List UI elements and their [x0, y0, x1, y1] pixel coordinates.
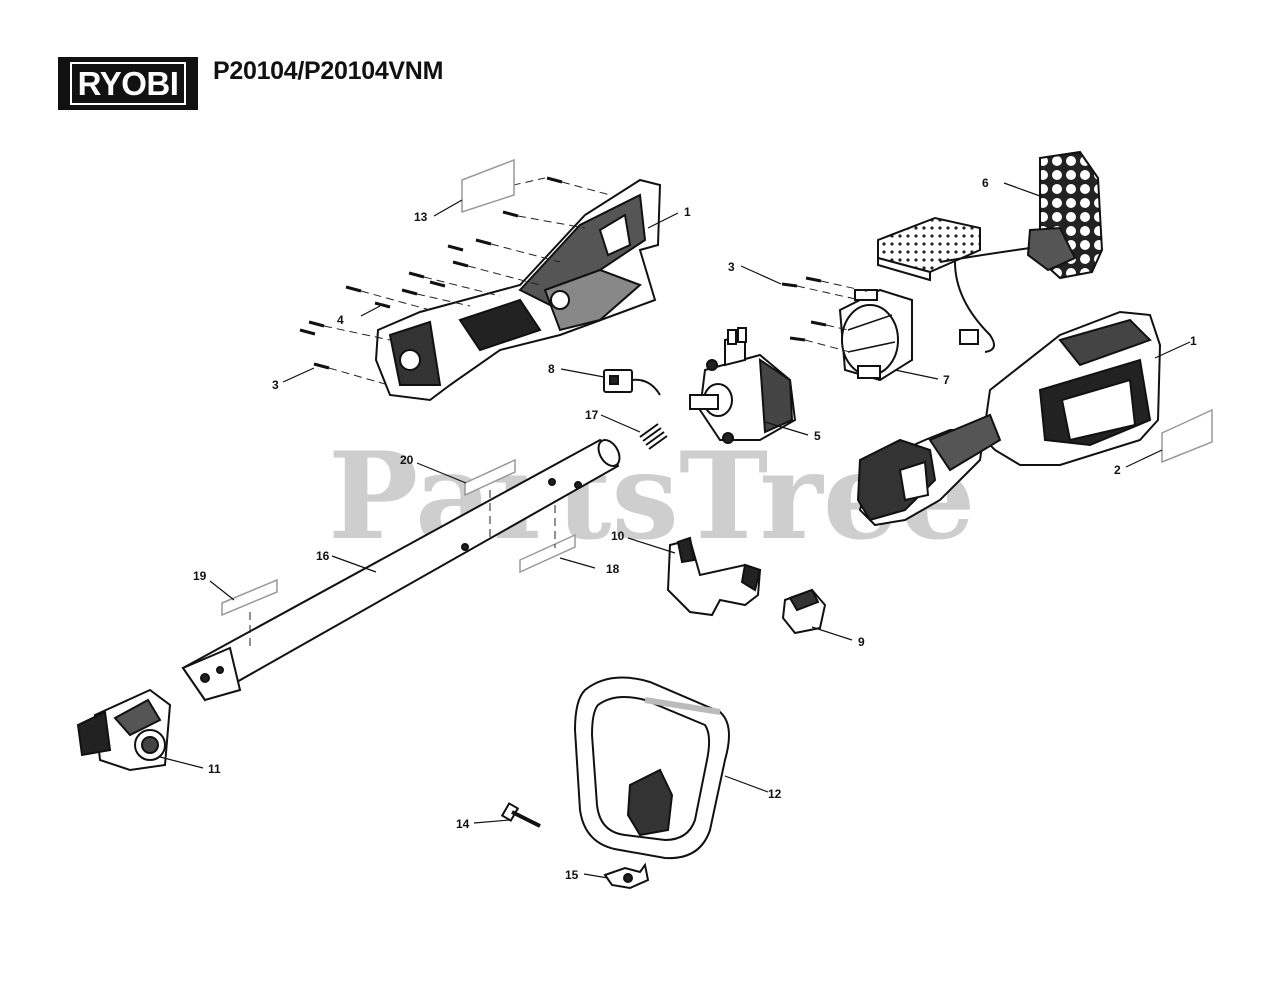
callout-1a: 1	[684, 205, 691, 219]
cover-screws	[781, 276, 827, 342]
circuit-board	[877, 216, 981, 282]
spring	[639, 423, 668, 450]
label-plate-2	[1161, 408, 1213, 464]
bolt	[500, 802, 541, 828]
callout-19: 19	[193, 569, 207, 583]
callout-10: 10	[611, 529, 625, 543]
brand-logo: RYOBI	[58, 57, 198, 110]
callout-16: 16	[316, 549, 330, 563]
callout-17: 17	[585, 408, 599, 422]
trigger-switch	[603, 369, 661, 396]
shaft-tube	[181, 438, 621, 702]
motor-cover-ring	[838, 288, 913, 382]
shaft-coupler	[76, 688, 172, 772]
leader-lines	[159, 182, 1191, 879]
callout-13: 13	[414, 210, 428, 224]
housing-left-half	[374, 178, 662, 402]
housing-rear	[856, 310, 1162, 527]
wire-harness	[939, 247, 1031, 353]
battery-terminal-plate	[1026, 150, 1104, 280]
callout-18: 18	[606, 562, 620, 576]
callout-8: 8	[548, 362, 555, 376]
callout-11: 11	[208, 762, 221, 776]
callout-9: 9	[858, 635, 865, 649]
handle-bracket	[666, 536, 762, 617]
label-guides	[249, 490, 556, 650]
callout-numbers: 1 1 2 3 3 4 5 6 7 8 9 10 11 12 13 14 15 …	[193, 176, 1197, 882]
callout-6: 6	[982, 176, 989, 190]
callout-1b: 1	[1190, 334, 1197, 348]
callout-14: 14	[456, 817, 470, 831]
d-handle	[573, 676, 730, 860]
model-number: P20104/P20104VNM	[213, 57, 444, 85]
callout-5: 5	[814, 429, 821, 443]
callout-2: 2	[1114, 463, 1121, 477]
wing-nut	[603, 862, 650, 890]
motor-assembly	[689, 327, 797, 444]
callout-3a: 3	[272, 378, 279, 392]
adjustment-knob	[781, 588, 827, 635]
callout-7: 7	[943, 373, 950, 387]
label-plate-13	[461, 158, 515, 214]
callout-12: 12	[768, 787, 782, 801]
callout-20: 20	[400, 453, 414, 467]
label-strips	[221, 458, 576, 617]
housing-screws	[299, 176, 563, 370]
brand-logo-text: RYOBI	[69, 62, 187, 105]
cover-screw-guides	[796, 280, 871, 353]
callout-15: 15	[565, 868, 579, 882]
callout-4: 4	[337, 313, 344, 327]
callout-3b: 3	[728, 260, 735, 274]
housing-screw-guides	[323, 177, 611, 385]
